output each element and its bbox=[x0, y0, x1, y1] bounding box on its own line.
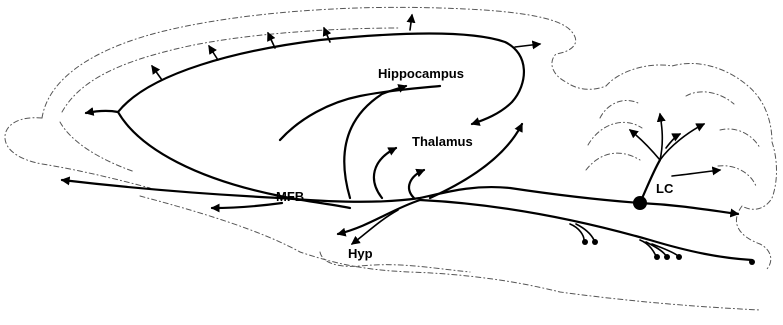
cerebellum-folia-4 bbox=[686, 92, 734, 104]
mfb-main-trunk bbox=[62, 180, 640, 203]
olfactory-bulb-outline bbox=[5, 118, 150, 188]
cortical-arrow-2 bbox=[209, 46, 218, 60]
cerebellum-folia-6 bbox=[718, 166, 756, 186]
terminal-dot-1 bbox=[582, 239, 588, 245]
label-lc: LC bbox=[656, 181, 674, 196]
hypothalamic-fiber bbox=[338, 200, 420, 234]
terminal-dot-5 bbox=[676, 254, 682, 260]
olfactory-inner-outline bbox=[60, 122, 135, 172]
cortical-fiber-lower bbox=[118, 112, 350, 208]
terminal-branch-1 bbox=[570, 224, 584, 240]
ventral-outline bbox=[140, 196, 760, 310]
label-thalamus: Thalamus bbox=[412, 134, 473, 149]
terminal-dot-4 bbox=[664, 254, 670, 260]
cerebellum-folia-3 bbox=[586, 153, 640, 170]
labels: Hippocampus Thalamus MFB LC Hyp bbox=[276, 66, 674, 261]
cerebellum-folia-5 bbox=[720, 129, 760, 148]
terminal-dot-6 bbox=[749, 259, 755, 265]
ascending-fiber-thalamus-1 bbox=[374, 148, 396, 198]
cortical-arrow-3 bbox=[268, 33, 275, 48]
ascending-fiber-thalamus-2 bbox=[409, 170, 424, 198]
terminal-dot-3 bbox=[654, 254, 660, 260]
cortical-arrow-1 bbox=[152, 66, 162, 80]
cortical-arrow-6 bbox=[515, 44, 540, 47]
label-hyp: Hyp bbox=[348, 246, 373, 261]
caudal-projection bbox=[640, 203, 738, 214]
fiber-projections bbox=[62, 15, 755, 265]
cortical-arrow-5 bbox=[410, 15, 412, 30]
label-mfb: MFB bbox=[276, 189, 304, 204]
cerebellar-branch-4 bbox=[672, 170, 720, 176]
lc-nucleus-dot bbox=[633, 196, 647, 210]
cerebellar-branch-3 bbox=[660, 124, 704, 160]
cerebellum-folia-1 bbox=[600, 100, 640, 118]
frontal-branch-arrow bbox=[86, 111, 118, 113]
cerebellar-branch-1 bbox=[630, 130, 660, 160]
cerebellum-outline bbox=[606, 63, 777, 209]
label-hippocampus: Hippocampus bbox=[378, 66, 464, 81]
hypothalamus-outline bbox=[320, 252, 470, 272]
cerebellar-branch-2 bbox=[660, 114, 662, 160]
terminal-dot-2 bbox=[592, 239, 598, 245]
mfb-branch-arrow bbox=[212, 203, 282, 208]
terminal-branch-2 bbox=[576, 224, 594, 240]
